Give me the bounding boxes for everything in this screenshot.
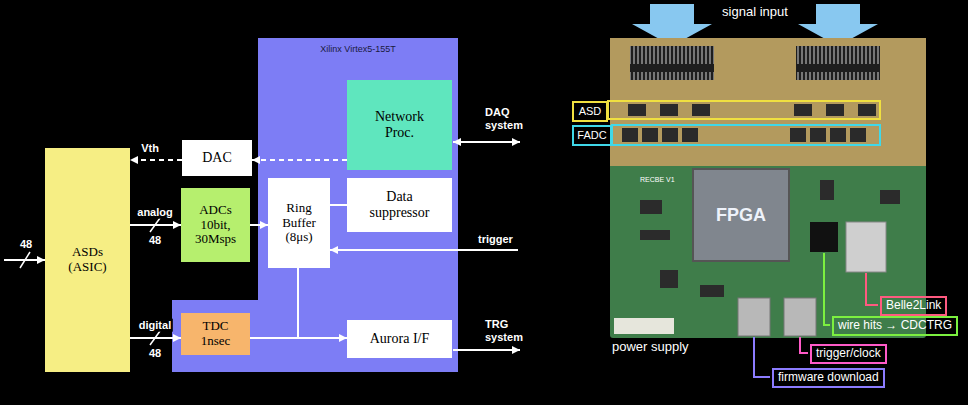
edge-label: digital (137, 319, 173, 332)
node-text: ASDs (ASIC) (55, 245, 120, 275)
input-connector (630, 46, 714, 80)
callout-box: trigger/clock (810, 344, 887, 364)
buffer-box: Ring Buffer (8μs) (268, 178, 330, 268)
node-text: TDC 1nsec (189, 319, 242, 349)
callout-box: ASD (572, 101, 608, 122)
connector-pins (630, 46, 714, 80)
rj45-jack (738, 298, 770, 336)
daq-arrow (453, 141, 520, 143)
node-text: DAC (202, 150, 232, 166)
callout-box: Belle2Link (880, 296, 947, 316)
fadc-outline (612, 125, 880, 145)
trg-arrow (453, 349, 520, 351)
bus-slash (20, 252, 30, 268)
node-text: FADC (577, 129, 606, 142)
connector-pins (796, 46, 880, 80)
asd-outline (608, 101, 880, 119)
fadc-chips (622, 128, 866, 142)
edge-label: analog (135, 206, 174, 219)
dac-box: DAC (182, 140, 252, 176)
node-text: Xilinx Virtex5-155T (320, 44, 395, 54)
connector (330, 204, 347, 206)
label-text: 48 (18, 238, 34, 251)
label-text: TRG system (485, 318, 530, 343)
connector (130, 224, 181, 226)
node-text: Belle2Link (886, 299, 941, 313)
node-text: firmware download (778, 371, 879, 385)
callout-box: firmware download (772, 368, 885, 388)
node-text: Ring Buffer (8μs) (271, 201, 327, 246)
connector (250, 224, 268, 226)
tdc-box: TDC 1nsec (181, 313, 250, 355)
node-text: wire hits → CDCTRG (838, 319, 952, 333)
rj45-jack (784, 298, 816, 336)
leader-line (824, 253, 830, 325)
connector (130, 337, 181, 339)
callout-box: FADC (572, 125, 612, 146)
edge-label: Vth (139, 142, 161, 155)
label-text: trigger (478, 233, 513, 246)
process-box: Network Proc. (347, 80, 452, 170)
callout-box: wire hits → CDCTRG (832, 316, 958, 336)
label-text: DAQ system (485, 106, 530, 131)
chip-package: FPGA (692, 168, 790, 262)
process-box: Data suppressor (347, 178, 452, 232)
node-text: Aurora I/F (370, 331, 430, 347)
node-text: ASD (579, 105, 602, 118)
dashed-connector (130, 159, 182, 161)
node-text: Data suppressor (367, 189, 432, 221)
asd-chips (628, 104, 876, 116)
label-text: signal input (720, 5, 790, 20)
leader-line (866, 273, 878, 305)
adc-box: ADCs 10bit, 30Msps (181, 188, 250, 262)
asic-box: ASDs (ASIC) (45, 148, 130, 372)
node-text: Network Proc. (367, 109, 432, 141)
interface-box: Aurora I/F (347, 320, 452, 358)
node-text: FPGA (716, 205, 766, 226)
trigger-arrow (330, 249, 518, 251)
label-text: RECBE V1 (640, 176, 675, 184)
node-text: trigger/clock (816, 347, 881, 361)
fpga-area (172, 38, 458, 372)
label-text: power supply (612, 340, 689, 355)
label-text: 48 (147, 347, 163, 360)
pcb (610, 38, 926, 338)
input-connector (796, 46, 880, 80)
leader-line (754, 337, 770, 377)
heat-sink (810, 222, 838, 252)
power-connector (614, 318, 674, 334)
node-text: ADCs 10bit, 30Msps (184, 203, 247, 248)
label-text: 48 (147, 234, 163, 247)
sfp-cage (846, 222, 886, 272)
leader-line (800, 337, 808, 353)
